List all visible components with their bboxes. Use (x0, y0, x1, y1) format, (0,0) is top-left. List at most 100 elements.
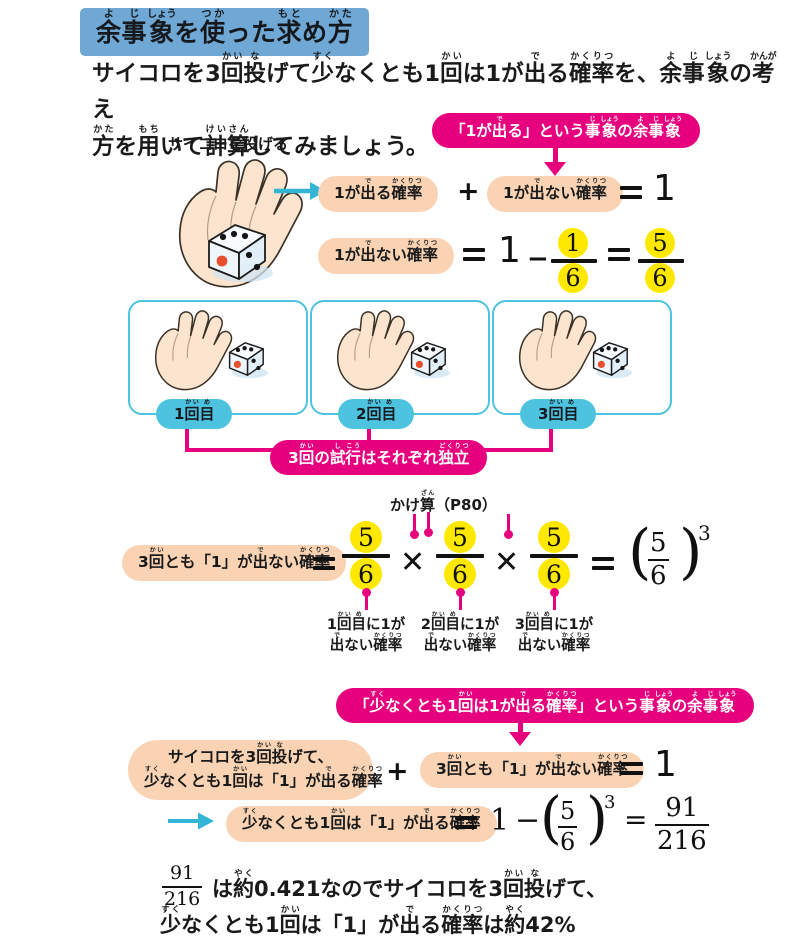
closing-line-1: は約やく0.421なのでサイコロを3回かい投なげて、 (212, 868, 607, 901)
paren-open-row3: ( (628, 517, 652, 587)
bracket-stem-2 (367, 424, 371, 450)
equals2-row2 (608, 248, 630, 261)
base-rule-row5 (558, 826, 578, 829)
pill-none-of-three: 3回かいとも「1」が出でない確率かくりつ (122, 545, 347, 581)
equals-row1 (620, 186, 642, 199)
equals-row3 (313, 557, 335, 570)
base-fraction-row5: 5 6 (558, 797, 578, 857)
intro-paragraph: サイコロを3回かい投なげて少すくなくとも1回かいは1が出でる確率かくりつを、余よ… (92, 52, 777, 160)
frac-numerator-1: 1 (558, 228, 588, 258)
dice-box-2 (310, 300, 490, 415)
mult-factor3-numerator: 5 (538, 521, 570, 553)
multiply-reference-note: かけ算ざん（P80） (390, 490, 497, 515)
mult-factor1-numerator: 5 (350, 521, 382, 553)
mult-factor2-denominator: 6 (444, 558, 476, 590)
base-den-row5: 6 (560, 828, 576, 857)
plus-sign-row4: + (386, 756, 409, 787)
banner1-arrow-stem (553, 148, 558, 164)
die-icon (208, 224, 273, 282)
factor1-pin-line (365, 592, 368, 610)
factor2-pin-dot (456, 588, 465, 597)
one-minuend-row2: 1 (498, 230, 521, 271)
banner3-arrow-stem (518, 722, 523, 734)
factor3-pin-line (553, 592, 556, 610)
equals-row5 (455, 816, 477, 829)
closing-frac-num: 91 (170, 862, 195, 884)
equals2-row3 (592, 557, 614, 570)
banner1-arrow-head-icon (544, 162, 566, 176)
minus-sign-row2: − (527, 244, 549, 274)
banner-complement-at-least-once: 「少すくなくとも1回かいは1が出でる確率かくりつ」という事じ象しょうの余よ事じ象… (336, 688, 755, 723)
result-fraction-row3: 5 6 (648, 528, 669, 592)
factor3-pin-dot (550, 588, 559, 597)
result-den-row5: 216 (657, 826, 707, 857)
banner-independent-trials: 3回かいの試し行こうはそれぞれ独立どくりつ (270, 440, 488, 475)
times-sign-1: ✕ (400, 545, 426, 580)
pill-none-of-three-b: 3回かいとも「1」が出でない確率かくりつ (420, 752, 645, 788)
closing-fraction: 91 216 (162, 862, 203, 910)
pill-at-least-once: サイコロを3回かい投なげて、少すくなくとも1回かいは「1」が出でる確率かくりつ (128, 740, 383, 800)
times2-pin-dot (504, 530, 513, 539)
banner-complement-of-one: 「1が出でる」という事じ象しょうの余よ事じ象しょう (432, 113, 700, 148)
equals-row2 (463, 248, 485, 261)
exponent-row3: 3 (698, 521, 711, 545)
mult-factor1-denominator: 6 (350, 558, 382, 590)
plus-sign-row1: + (457, 176, 480, 207)
dice-box-label-3: 3回かい目め (520, 399, 597, 429)
result-one-row4: 1 (654, 744, 677, 785)
equals-row4 (621, 762, 643, 775)
times1-pin-line (413, 514, 416, 532)
pill-prob-one-not-appears-2: 1が出でない確率かくりつ (318, 238, 454, 274)
hand-and-die-illustration (178, 159, 303, 288)
result-rule-row3 (648, 559, 669, 562)
frac-rule-2 (638, 259, 684, 263)
factor-caption-1: 1回かい目めに1が出でない確率かくりつ (326, 612, 406, 655)
factor-caption-2: 2回かい目めに1が出でない確率かくりつ (420, 612, 500, 655)
page-title: 余よ事じ象しょうを使つかった求もとめ方かた (80, 8, 370, 56)
banner3-arrow-head-icon (509, 732, 531, 746)
closing-frac-rule (162, 885, 203, 888)
throw-dice-label: サイコロを投げる (168, 135, 289, 153)
equals2-row5: = (624, 803, 648, 836)
frac-denominator-6-b: 6 (645, 263, 675, 293)
frac-denominator-6: 6 (558, 263, 588, 293)
paren-open-row5: ( (540, 786, 562, 851)
base-num-row5: 5 (560, 797, 576, 825)
dice-box-label-2: 2回かい目め (338, 399, 415, 429)
cyan-arrow-final-icon (168, 812, 214, 830)
frac-numerator-5: 5 (645, 228, 675, 258)
exponent-row5: 3 (604, 792, 616, 813)
result-one-row1: 1 (653, 168, 676, 209)
note-pin-dot (424, 528, 433, 537)
result-rule-row5 (655, 824, 709, 827)
closing-line-2: 少すくなくとも1回かいは「1」が出でる確率かくりつは約やく42% (160, 904, 576, 937)
note-pin-line (427, 512, 430, 530)
dice-box-label-1: 1回かい目め (156, 399, 233, 429)
minus-sign-row5: − (515, 803, 541, 838)
bracket-stem-1 (185, 424, 189, 450)
bracket-stem-3 (549, 424, 553, 450)
result-num-row3: 5 (650, 528, 667, 558)
dice-box-1 (128, 300, 308, 415)
factor-caption-3: 3回かい目めに1が出でない確率かくりつ (514, 612, 594, 655)
paren-close-row3: ) (679, 517, 703, 587)
closing-frac-den: 216 (164, 887, 201, 910)
times2-pin-line (507, 514, 510, 532)
factor2-pin-line (459, 592, 462, 610)
times-sign-2: ✕ (494, 545, 520, 580)
mult-factor1-rule (342, 554, 390, 558)
mult-factor3-rule (530, 554, 578, 558)
frac-rule-1 (551, 259, 597, 263)
pill-prob-one-not-appears: 1が出でない確率かくりつ (487, 176, 623, 212)
one-minuend-row5: 1 (490, 803, 510, 838)
result-num-row5: 91 (665, 793, 699, 823)
hand-die-illustration-3 (518, 310, 632, 391)
times1-pin-dot (410, 530, 419, 539)
mult-factor3-denominator: 6 (538, 558, 570, 590)
mult-factor2-rule (436, 554, 484, 558)
dice-box-3 (492, 300, 672, 415)
result-fraction-row5: 91 216 (655, 793, 709, 857)
pill-prob-one-appears: 1が出でる確率かくりつ (318, 176, 439, 212)
result-den-row3: 6 (650, 561, 667, 592)
